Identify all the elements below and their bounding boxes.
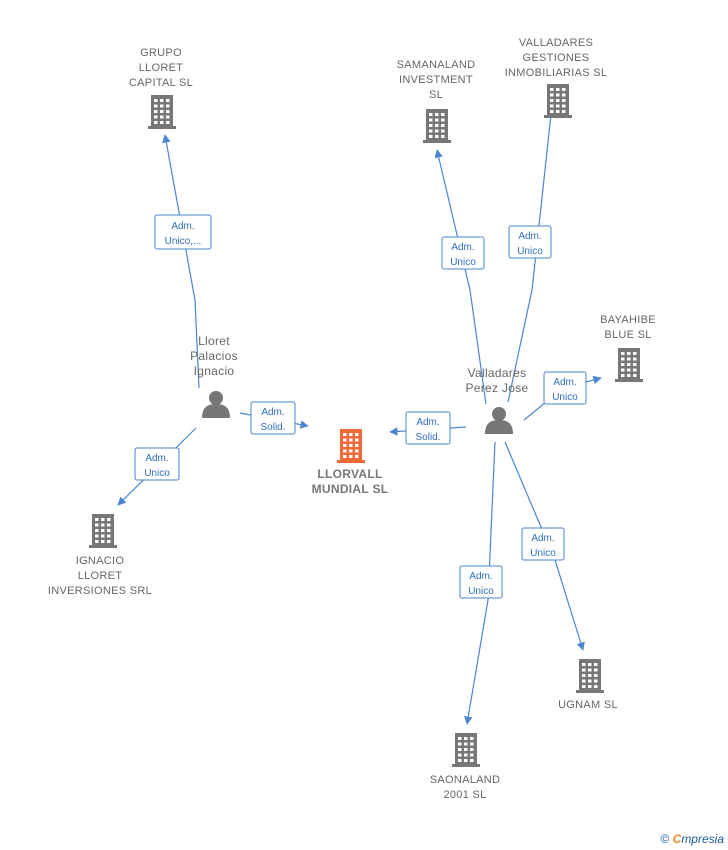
edge-label-frame bbox=[521, 527, 565, 561]
node-label-line: Perez Jose bbox=[465, 381, 528, 395]
node-label-line: Palacios bbox=[190, 349, 238, 363]
brand-logo-letter: C bbox=[672, 832, 682, 846]
node-label-line: GESTIONES bbox=[523, 52, 590, 64]
node-label-line: Valladares bbox=[468, 366, 527, 380]
node-label-line: LLORVALL bbox=[317, 467, 382, 481]
edge-label-box[interactable]: Adm. Unico bbox=[521, 527, 565, 561]
edge-label-text: Adm. bbox=[451, 242, 474, 253]
node-label-line: GRUPO bbox=[140, 47, 182, 59]
node-ugnam[interactable]: UGNAM SL bbox=[558, 659, 618, 711]
node-label-line: MUNDIAL SL bbox=[312, 482, 389, 496]
building-icon bbox=[423, 109, 451, 143]
node-label-line: Lloret bbox=[198, 334, 230, 348]
node-valladares-gest[interactable]: VALLADARES GESTIONES INMOBILIARIAS SL bbox=[505, 37, 608, 118]
edge-label-text: Unico bbox=[450, 257, 476, 268]
node-saonaland[interactable]: SAONALAND 2001 SL bbox=[430, 733, 501, 801]
edge-label-box[interactable]: Adm. Unico,... bbox=[154, 214, 212, 250]
node-label-line: LLORET bbox=[78, 570, 123, 582]
edge-label-text: Adm. bbox=[261, 407, 284, 418]
edge-label-box[interactable]: Adm. Unico bbox=[543, 371, 587, 405]
edge-label-frame bbox=[508, 225, 552, 259]
edge-label-text: Unico bbox=[530, 548, 556, 559]
edge-label-frame bbox=[154, 214, 212, 250]
edge-label-box[interactable]: Adm. Solid. bbox=[250, 401, 296, 435]
building-icon bbox=[337, 429, 365, 463]
node-label-line: INVESTMENT bbox=[399, 74, 473, 86]
edge-label-frame bbox=[441, 236, 485, 270]
node-ignacio-srl[interactable]: IGNACIO LLORET INVERSIONES SRL bbox=[48, 514, 152, 597]
building-icon bbox=[148, 95, 176, 129]
edge-label-frame bbox=[543, 371, 587, 405]
copyright-symbol: © bbox=[660, 832, 670, 846]
edge-label-frame bbox=[250, 401, 296, 435]
node-label-line: BLUE SL bbox=[604, 329, 651, 341]
node-samanaland[interactable]: SAMANALAND INVESTMENT SL bbox=[397, 59, 476, 143]
node-label-line: LLORET bbox=[139, 62, 184, 74]
edge-label-text: Adm. bbox=[553, 377, 576, 388]
person-icon bbox=[202, 391, 230, 418]
node-label-line: SL bbox=[429, 89, 443, 101]
edge-label-text: Unico bbox=[468, 586, 494, 597]
node-label-line: 2001 SL bbox=[443, 789, 486, 801]
edge-label-box[interactable]: Adm. Unico bbox=[441, 236, 485, 270]
edge-label-text: Unico bbox=[144, 468, 170, 479]
edge-label-text: Adm. bbox=[469, 571, 492, 582]
edge-label-text: Adm. bbox=[531, 533, 554, 544]
edges-layer bbox=[117, 95, 602, 725]
node-label-line: BAYAHIBE bbox=[600, 314, 656, 326]
edge-label-text: Solid. bbox=[260, 422, 285, 433]
brand-logo-text: mpresia bbox=[681, 832, 724, 846]
person-icon bbox=[485, 407, 513, 434]
node-label-line: CAPITAL SL bbox=[129, 77, 193, 89]
edge-lloret-to-grupo bbox=[162, 134, 200, 389]
edge-label-box[interactable]: Adm. Unico bbox=[508, 225, 552, 259]
edge-label-box[interactable]: Adm. Solid. bbox=[405, 411, 451, 445]
node-label-line: IGNACIO bbox=[76, 555, 125, 567]
edge-label-text: Unico bbox=[517, 246, 543, 257]
edge-label-text: Solid. bbox=[415, 432, 440, 443]
edge-label-frame bbox=[405, 411, 451, 445]
edge-label-frame bbox=[459, 565, 503, 599]
node-label-line: SAMANALAND bbox=[397, 59, 476, 71]
node-label-line: INVERSIONES SRL bbox=[48, 585, 152, 597]
node-grupo[interactable]: GRUPO LLORET CAPITAL SL bbox=[129, 47, 193, 129]
node-bayahibe[interactable]: BAYAHIBE BLUE SL bbox=[600, 314, 656, 382]
node-label-line: INMOBILIARIAS SL bbox=[505, 67, 608, 79]
edge-labels-layer: Adm.Unico,...Adm.Solid.Adm.UnicoAdm.Unic… bbox=[134, 214, 587, 599]
edge-valladares_p-to-samanaland bbox=[434, 149, 487, 405]
edge-label-text: Unico bbox=[552, 392, 578, 403]
building-icon bbox=[452, 733, 480, 767]
edge-label-text: Adm. bbox=[171, 221, 194, 232]
node-label-line: UGNAM SL bbox=[558, 699, 618, 711]
node-label-line: VALLADARES bbox=[519, 37, 593, 49]
edge-label-text: Unico,... bbox=[165, 236, 202, 247]
footer-brand: © Cmpresia bbox=[660, 832, 724, 846]
building-icon bbox=[576, 659, 604, 693]
building-icon bbox=[615, 348, 643, 382]
node-label-line: SAONALAND bbox=[430, 774, 501, 786]
nodes-layer: GRUPO LLORET CAPITAL SL SAMANALAND INVESTMEN… bbox=[48, 37, 656, 801]
edge-label-box[interactable]: Adm. Unico bbox=[459, 565, 503, 599]
node-label-line: Ignacio bbox=[194, 364, 235, 378]
edge-label-text: Adm. bbox=[145, 453, 168, 464]
edge-valladares_p-to-saonaland bbox=[464, 441, 496, 725]
edge-label-box[interactable]: Adm. Unico bbox=[134, 447, 180, 481]
edge-label-text: Adm. bbox=[416, 417, 439, 428]
edge-label-text: Adm. bbox=[518, 231, 541, 242]
building-icon bbox=[89, 514, 117, 548]
edge-valladares_p-to-valladares_gest bbox=[507, 95, 557, 403]
building-icon bbox=[544, 84, 572, 118]
edge-label-frame bbox=[134, 447, 180, 481]
